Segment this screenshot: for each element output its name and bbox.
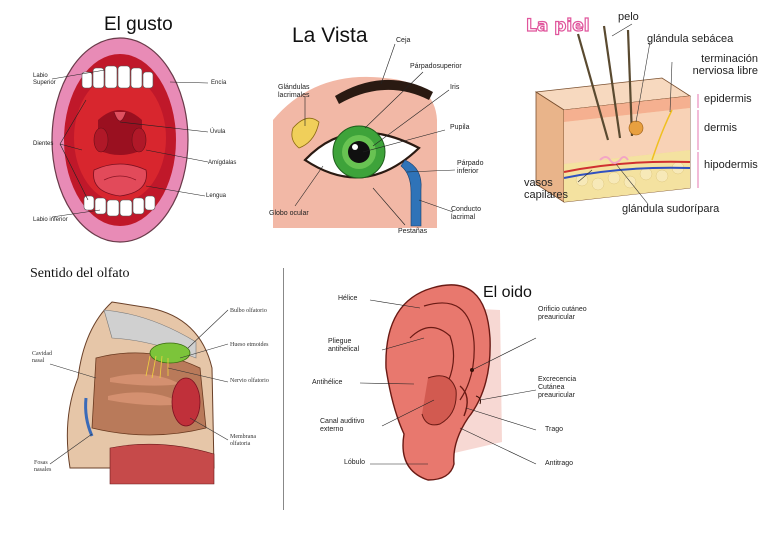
label-lashes: Pestañas — [398, 228, 428, 235]
label-helix: Hélice — [338, 295, 358, 302]
label-nostrils: Fosas nasales — [34, 460, 52, 473]
nose-illustration — [49, 301, 229, 485]
smell-title: Sentido del olfato — [30, 266, 130, 281]
label-lobule: Lóbulo — [344, 459, 366, 466]
skin-illustration — [534, 23, 699, 205]
label-lacrimal-glands: Glándulas lacrimales — [278, 84, 310, 100]
label-tongue: Lengua — [206, 193, 227, 199]
label-hair: pelo — [618, 11, 639, 23]
label-iris: Iris — [450, 84, 460, 91]
label-epidermis: epidermis — [704, 93, 752, 105]
label-teeth: Dientes — [33, 141, 54, 147]
hearing-title: El oido — [483, 284, 532, 301]
skin-title: La piel — [525, 15, 590, 36]
label-eyebrow: Ceja — [396, 37, 411, 44]
hearing-panel: El oido Hélice Pliegue antihelical Ant — [300, 258, 600, 518]
label-antitragus: Antitrago — [545, 460, 574, 467]
label-upper-lip: Labio Superior — [33, 73, 56, 86]
label-sweat-gland: glándula sudorípara — [622, 203, 720, 215]
label-ethmoid-bone: Hueso etmoides — [230, 342, 269, 348]
label-pupil: Pupila — [450, 124, 470, 131]
label-lower-eyelid: Párpado inferior — [457, 160, 484, 176]
label-tragus: Trago — [545, 426, 564, 433]
label-antihelix-fold: Pliegue antihelical — [328, 338, 360, 354]
ear-illustration — [359, 284, 537, 481]
skin-panel: La piel — [512, 0, 768, 250]
label-olfactory-bulb: Bulbo olfatorio — [230, 308, 267, 314]
sight-panel: La Vista Ceja Párpadosuperior Glá — [255, 0, 505, 250]
label-sebaceous-gland: glándula sebácea — [647, 33, 734, 45]
panel-divider — [283, 268, 284, 510]
label-gum: Encía — [211, 80, 227, 86]
label-capillaries: vasos capilares — [524, 177, 569, 201]
taste-title: El gusto — [104, 14, 173, 35]
label-upper-eyelid: Párpadosuperior — [410, 63, 462, 70]
label-eyeball: Globo ocular — [269, 210, 309, 217]
sight-title: La Vista — [292, 24, 368, 47]
label-dermis: dermis — [704, 122, 738, 134]
eye-illustration — [273, 43, 456, 229]
label-mucosa: Membrana olfatoria — [230, 434, 256, 447]
label-auditory-canal: Canal auditivo externo — [320, 418, 365, 434]
label-nerve-ending: terminación nerviosa libre — [692, 53, 758, 77]
label-olfactory-nerve: Nervio olfatorio — [230, 378, 269, 384]
label-uvula: Úvula — [210, 129, 226, 135]
label-tear-duct: Conducto lacrimal — [451, 206, 481, 222]
label-preauricular-growth: Excrecencia Cutánea preauricular — [538, 376, 577, 400]
smell-panel: Sentido del olfato — [0, 258, 283, 518]
label-hypodermis: hipodermis — [704, 159, 758, 171]
label-lower-lip: Labio inferior — [33, 217, 68, 223]
taste-panel: El gusto — [0, 0, 245, 250]
label-tonsils: Amígdalas — [208, 160, 237, 166]
label-antihelix: Antihélice — [312, 379, 343, 386]
mouth-illustration — [51, 37, 209, 243]
label-preauricular-orifice: Orificio cutáneo preauricular — [538, 306, 587, 322]
label-nasal-cavity: Cavidad nasal — [32, 351, 52, 364]
